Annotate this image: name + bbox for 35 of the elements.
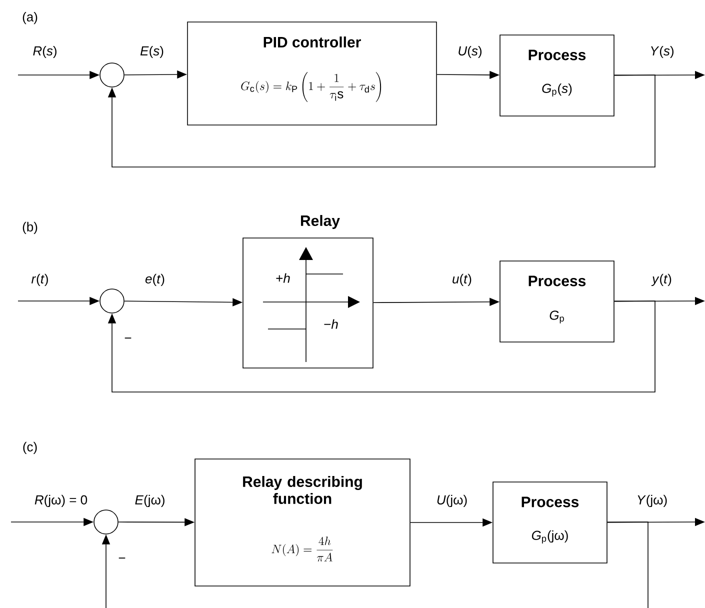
block-text: G$_{p}$ — [550, 310, 564, 324]
signal-label: U(jω) — [435, 494, 469, 508]
signal-label: U(s) — [456, 44, 484, 60]
signal-label: Y(jω) — [635, 494, 669, 508]
block-title: Process — [528, 276, 586, 286]
signal-label: y(t) — [651, 272, 673, 288]
block-title: Process — [522, 496, 579, 508]
signal-label: Y(s) — [648, 44, 676, 60]
minus-sign: − — [124, 338, 132, 339]
signal-label: R(s) — [32, 44, 58, 60]
signal-label: E(s) — [139, 44, 165, 60]
summing-junction — [100, 288, 124, 314]
summing-junction — [100, 62, 124, 88]
signal-arrow — [108, 300, 656, 392]
block-text: G$_{p}$(s) — [542, 83, 572, 97]
signal-label: e(t) — [144, 272, 166, 288]
block-text: −h — [324, 319, 338, 329]
block-title: Relay — [301, 215, 340, 229]
panel-label: (b) — [22, 222, 38, 234]
signal-label: r(t) — [30, 272, 50, 288]
formula: $G_{\mathrm{c}}(s) = k_{\mathrm{P}}\left(1+\frac{1}{\tau_{\mathrm{i}}\mathrm{s}}+\tau_{\mathrm{d}}s\right)$ — [241, 72, 382, 102]
signal-arrow — [108, 74, 656, 168]
signal-label: E(jω) — [134, 494, 166, 508]
block-text: G$_{p}$(jω) — [532, 530, 568, 544]
signal-label: R(jω) = 0 — [33, 494, 89, 508]
panel-label: (a) — [22, 12, 38, 24]
summing-junction — [94, 510, 118, 534]
signal-label: u(t) — [451, 272, 473, 288]
block-text: +h — [276, 273, 290, 283]
block-title: Process — [528, 50, 586, 60]
block-title: PID controller — [264, 36, 361, 48]
block-title: Relay describing function — [243, 476, 362, 504]
panel-label: (c) — [23, 442, 37, 454]
formula: $N(A) = \frac{4h}{\pi A}$ — [272, 536, 333, 562]
minus-sign: − — [118, 558, 126, 559]
